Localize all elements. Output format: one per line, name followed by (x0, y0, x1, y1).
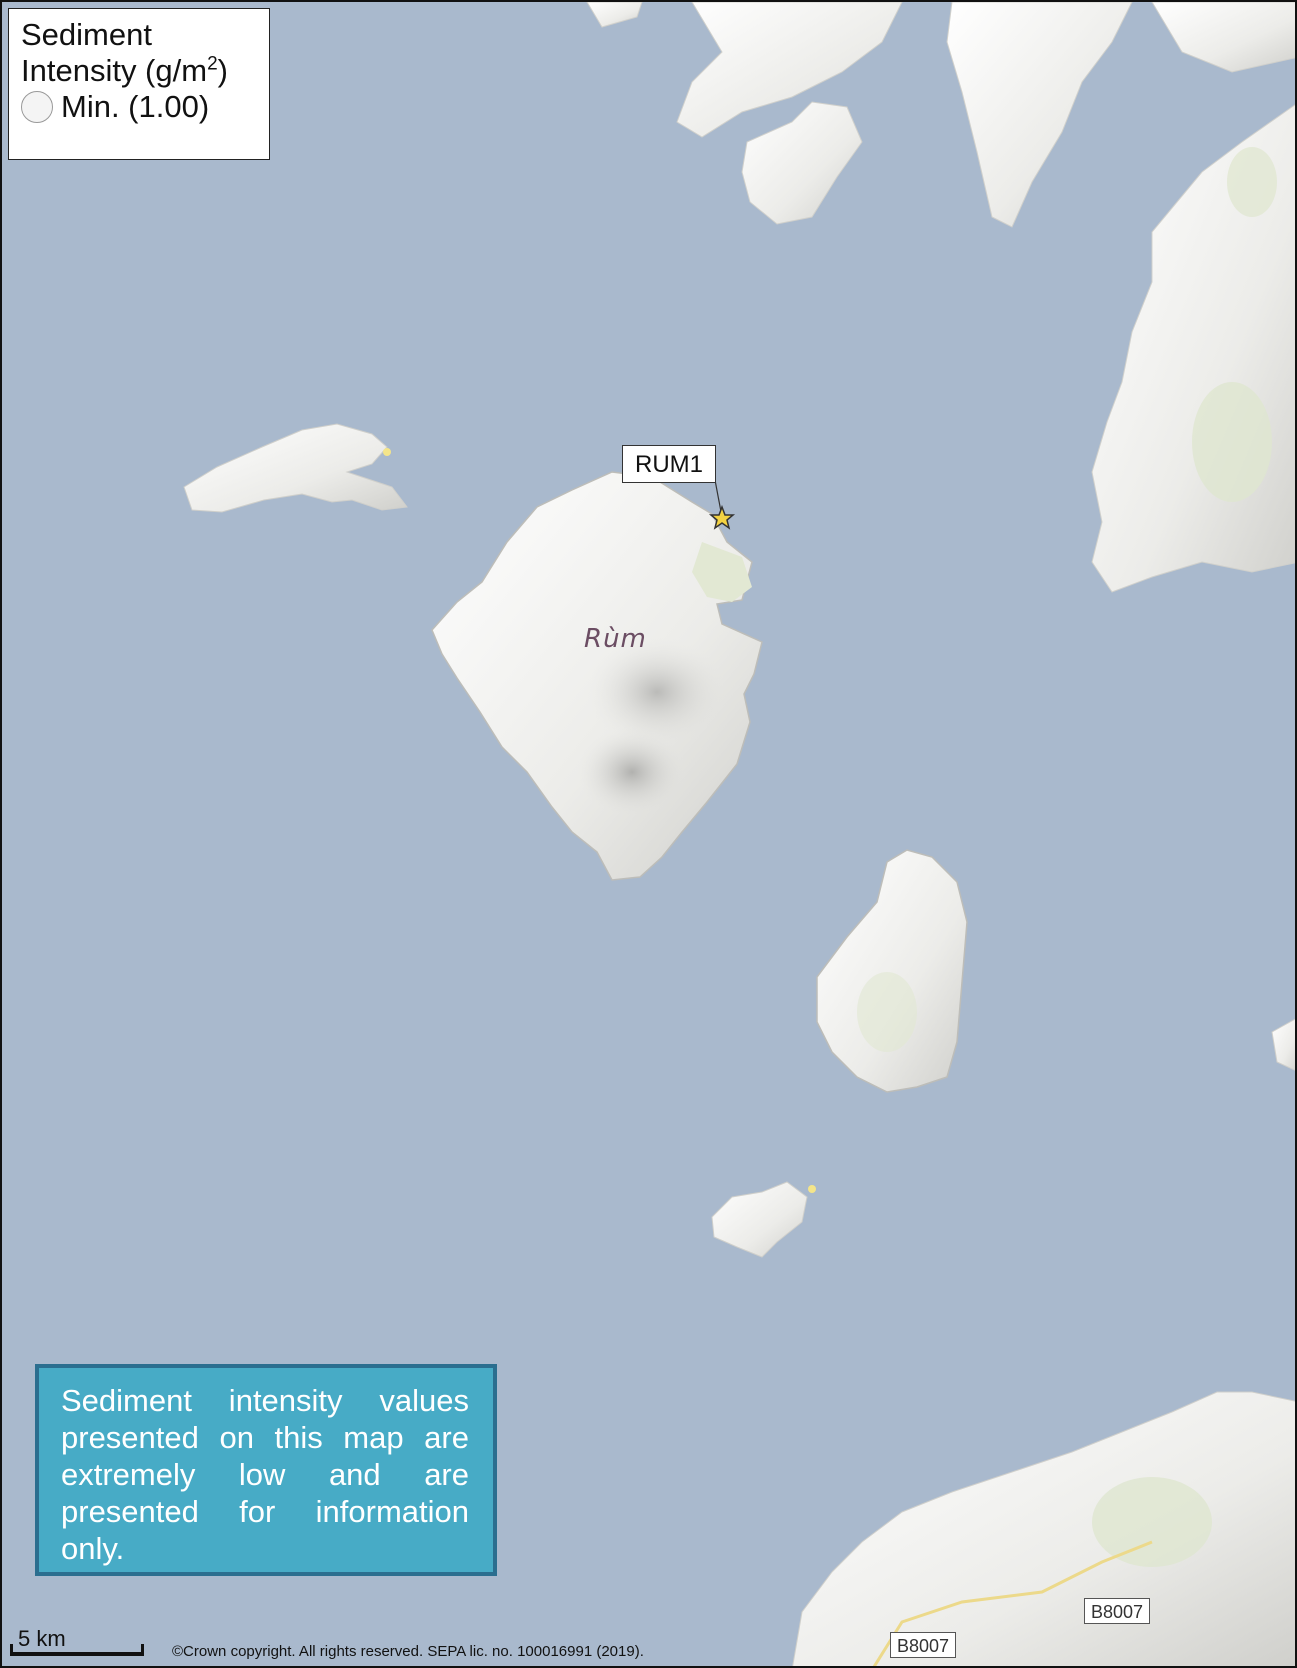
legend-title-line1: Sediment (21, 17, 152, 52)
rum-kinloch-green (692, 542, 752, 602)
scale-bar-tick-left (10, 1644, 13, 1656)
road-b8007 (872, 1540, 1153, 1666)
rum-mountains (587, 637, 727, 747)
point-canna (383, 448, 391, 456)
legend-title-unit: Intensity (g/m (21, 53, 208, 88)
small-island-north (741, 101, 863, 225)
circle-icon (21, 91, 53, 123)
land-bottom-right (792, 1391, 1295, 1666)
site-label-rum1[interactable]: RUM1 (622, 445, 717, 483)
green-area-right-north (1227, 147, 1277, 217)
island-top-right-peninsula (946, 2, 1133, 228)
rum-cuillin (577, 727, 687, 817)
copyright-notice: ©Crown copyright. All rights reserved. S… (172, 1643, 644, 1660)
island-muck (711, 1181, 808, 1258)
legend-item-label: Min. (1.00) (61, 89, 210, 124)
legend-item-min: Min. (1.00) (21, 89, 257, 125)
info-note: Sediment intensity values presented on t… (35, 1364, 497, 1576)
legend-title-paren: ) (217, 53, 228, 88)
site-marker-star-icon[interactable] (708, 504, 736, 530)
road-label-b8007-2: B8007 (1084, 1598, 1151, 1624)
green-area-right (1192, 382, 1272, 502)
island-canna (183, 423, 408, 513)
place-label-rum: Rùm (584, 624, 647, 654)
island-top-center (676, 2, 903, 138)
island-eigg (816, 849, 968, 1093)
scale-bar-tick-right (141, 1644, 144, 1656)
point-muck (808, 1185, 816, 1193)
island-top-left (586, 2, 643, 28)
scale-bar-label: 5 km (18, 1626, 66, 1651)
green-area-south (1092, 1477, 1212, 1567)
legend-title-line2: Intensity (g/m2) (21, 53, 257, 89)
road-label-b8007-1: B8007 (890, 1632, 957, 1658)
scale-bar: 5 km (10, 1626, 150, 1656)
map-legend: Sediment Intensity (g/m2) Min. (1.00) (8, 8, 270, 160)
island-top-far-right (1151, 2, 1295, 73)
scale-bar-line (10, 1652, 144, 1656)
legend-title-superscript: 2 (207, 53, 218, 75)
eigg-green (857, 972, 917, 1052)
islet-east (1271, 1018, 1295, 1071)
